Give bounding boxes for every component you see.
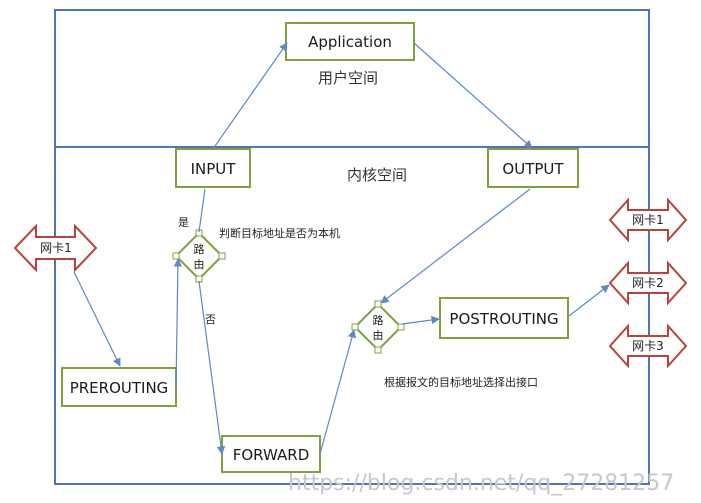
prerouting-label: PREROUTING [70, 379, 169, 397]
application-label: Application [308, 33, 392, 51]
no-label: 否 [205, 313, 216, 326]
arrow-router1-to-forward [198, 280, 226, 455]
nic-right-1-label: 网卡1 [632, 213, 664, 227]
kernel-space-label: 内核空间 [347, 166, 407, 184]
egress-note: 根据报文的目标地址选择出接口 [384, 375, 538, 389]
postrouting-node: POSTROUTING [439, 297, 569, 339]
application-node: Application [285, 22, 415, 61]
nic-right-2: 网卡2 [608, 260, 688, 306]
router-decision-1: 路 由 [172, 229, 226, 283]
watermark: https://blog.csdn.net/qq_27281257 [288, 471, 674, 496]
router1-char2: 由 [194, 257, 205, 271]
router2-char2: 由 [373, 328, 384, 342]
kernel-space-region [54, 146, 650, 485]
forward-node: FORWARD [221, 435, 321, 473]
arrow-nic-to-prerouting [73, 271, 121, 367]
input-node: INPUT [175, 148, 251, 188]
nic-left: 网卡1 [13, 223, 98, 273]
yes-label: 是 [178, 216, 189, 229]
arrow-router1-to-input [198, 188, 206, 233]
router1-char1: 路 [194, 243, 205, 256]
arrow-prerouting-to-router1 [173, 258, 183, 389]
arrow-router2-to-postrouting [401, 315, 440, 325]
router-decision-2: 路 由 [351, 300, 405, 354]
nic-right-3-label: 网卡3 [632, 339, 664, 353]
arrow-input-to-application [212, 42, 288, 150]
input-label: INPUT [191, 160, 237, 178]
nic-left-label: 网卡1 [40, 241, 72, 255]
prerouting-node: PREROUTING [61, 367, 177, 407]
arrow-forward-to-router2 [319, 329, 357, 455]
arrow-application-to-output [413, 42, 533, 149]
arrow-output-to-router2 [380, 188, 531, 304]
output-node: OUTPUT [487, 148, 579, 188]
forward-label: FORWARD [233, 446, 310, 464]
output-label: OUTPUT [502, 160, 564, 178]
user-space-label: 用户空间 [318, 69, 378, 87]
nic-right-1: 网卡1 [608, 197, 688, 243]
nic-right-2-label: 网卡2 [632, 276, 664, 290]
nic-right-3: 网卡3 [608, 323, 688, 369]
router2-char1: 路 [373, 314, 384, 327]
decision-note: 判断目标地址是否为本机 [219, 226, 340, 240]
postrouting-label: POSTROUTING [449, 310, 558, 328]
arrow-postrouting-to-nic2 [568, 284, 610, 317]
